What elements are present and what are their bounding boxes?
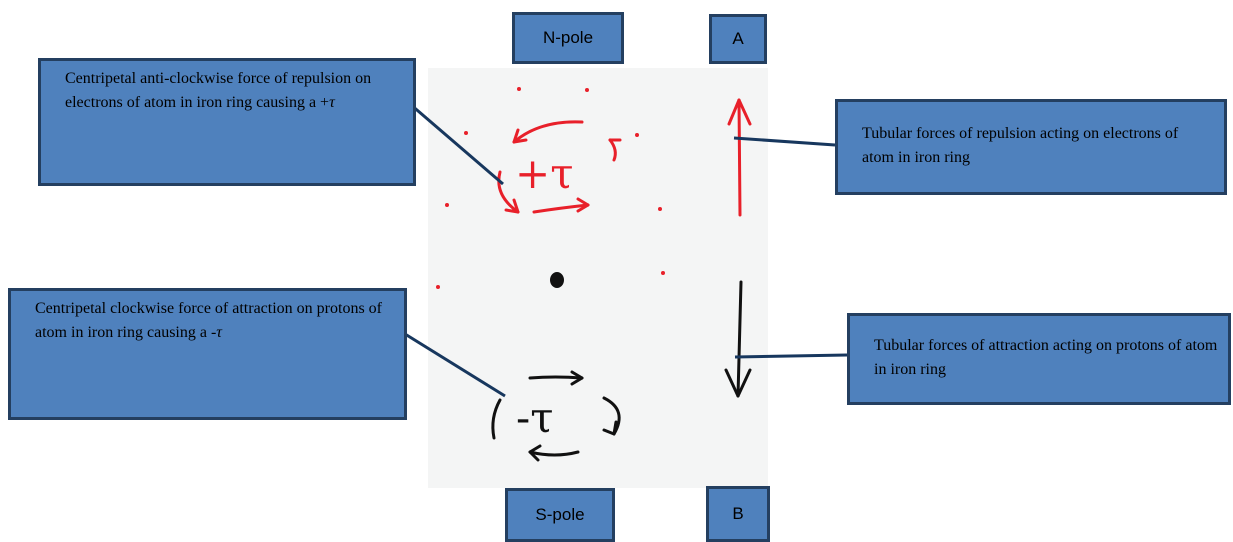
red-up-arrow <box>727 98 752 217</box>
point-b-label: B <box>706 486 770 542</box>
south-pole-label: S-pole <box>505 488 615 542</box>
clockwise-force-text: Centripetal clockwise force of attractio… <box>35 300 382 341</box>
repulsion-tubular-callout: Tubular forces of repulsion acting on el… <box>835 99 1227 195</box>
clockwise-force-callout: Centripetal clockwise force of attractio… <box>8 288 407 420</box>
attraction-tubular-text: Tubular forces of attraction acting on p… <box>874 337 1218 378</box>
anticlockwise-force-text: Centripetal anti-clockwise force of repu… <box>65 70 372 111</box>
tau-symbol: τ <box>216 324 223 341</box>
point-a-label: A <box>709 14 767 64</box>
nucleus-dot <box>550 272 564 288</box>
clockwise-arrows <box>491 370 621 462</box>
north-pole-label: N-pole <box>512 12 624 64</box>
anticlockwise-force-callout: Centripetal anti-clockwise force of repu… <box>38 58 416 186</box>
repulsion-tubular-text: Tubular forces of repulsion acting on el… <box>862 125 1179 166</box>
tau-symbol: τ <box>329 94 335 111</box>
plus-torque-symbol: +τ <box>515 149 573 198</box>
red-dots <box>436 87 665 289</box>
black-down-arrow <box>724 280 752 398</box>
scanned-paper <box>428 68 768 488</box>
minus-torque-symbol: -τ <box>516 393 553 442</box>
anticlockwise-arrows <box>497 120 622 214</box>
attraction-tubular-callout: Tubular forces of attraction acting on p… <box>847 313 1231 405</box>
leader-lines <box>402 96 848 398</box>
